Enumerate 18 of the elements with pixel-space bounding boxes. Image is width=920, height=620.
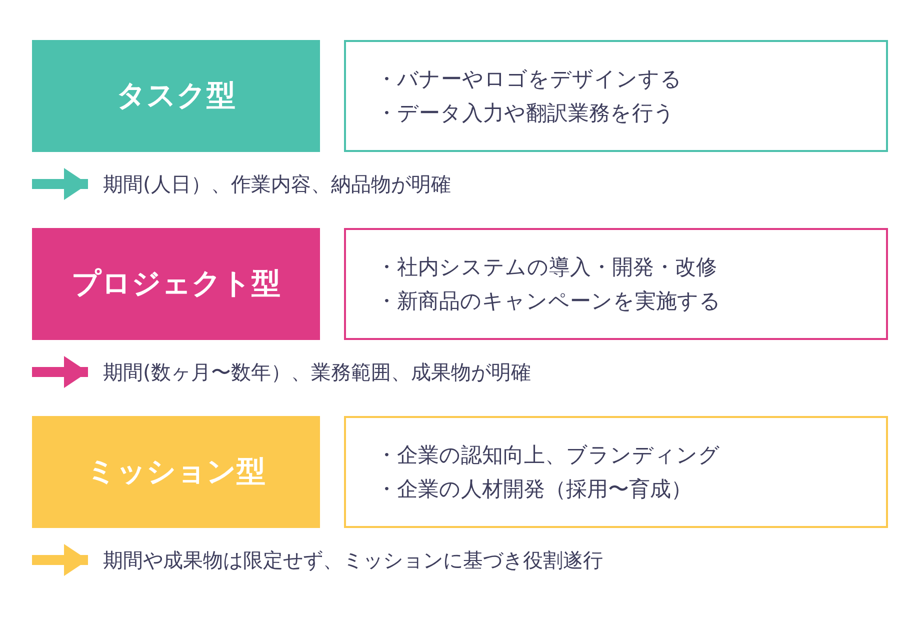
bullet-item: ・社内システムの導入・開発・改修 [376, 254, 718, 281]
example-box [344, 40, 888, 152]
category-box: タスク型 [32, 40, 320, 152]
summary-text: 期間や成果物は限定せず、ミッションに基づき役割遂行 [88, 545, 603, 575]
example-box [344, 228, 888, 340]
summary-text: 期間(人日）、作業内容、納品物が明確 [88, 169, 451, 199]
arrow [32, 356, 88, 388]
bullet-item: ・バナーやロゴをデザインする [376, 66, 683, 93]
arrow [32, 544, 88, 576]
arrow [32, 168, 88, 200]
summary-text: 期間(数ヶ月〜数年）、業務範囲、成果物が明確 [88, 357, 531, 387]
category-box: プロジェクト型 [32, 228, 320, 340]
example-box [344, 416, 888, 528]
bullet-item: ・企業の人材開発（採用〜育成） [376, 476, 693, 503]
bullet-item: ・新商品のキャンペーンを実施する [376, 288, 722, 315]
bullet-item: ・企業の認知向上、ブランディング [376, 442, 721, 469]
bullet-item: ・データ入力や翻訳業務を行う [376, 100, 676, 127]
category-box: ミッション型 [32, 416, 320, 528]
